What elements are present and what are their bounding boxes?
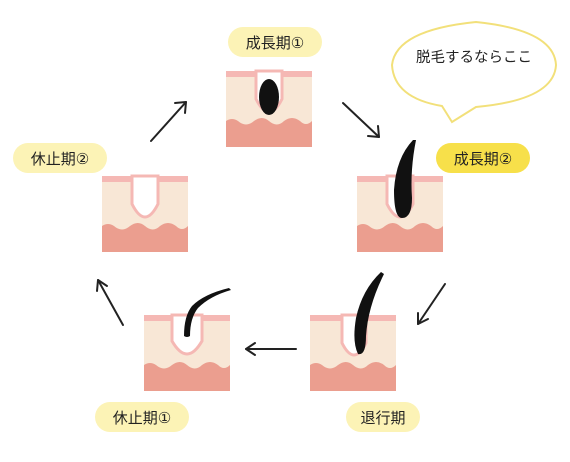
label-anagen2-highlighted: 成長期② <box>436 143 530 173</box>
callout-text: 脱毛するならここ <box>416 50 532 66</box>
arrow-telogen1-to-telogen2 <box>96 279 124 326</box>
follicle-telogen2 <box>102 174 188 252</box>
label-telogen2: 休止期② <box>13 143 107 173</box>
label-catagen: 退行期 <box>346 402 420 432</box>
label-anagen1: 成長期① <box>228 27 322 57</box>
arrow-telogen2-to-anagen1 <box>150 101 187 142</box>
follicle-catagen <box>310 313 396 391</box>
label-telogen1: 休止期① <box>95 402 189 432</box>
hair-telogen1 <box>184 288 231 337</box>
arrow-catagen-to-telogen1 <box>245 342 297 356</box>
hair-anagen2 <box>394 140 416 218</box>
speech-bubble <box>390 20 558 124</box>
arrow-anagen1-to-anagen2 <box>342 102 380 138</box>
arrow-anagen2-to-catagen <box>417 283 446 325</box>
hair-bulb <box>259 79 279 115</box>
follicle-anagen1 <box>226 69 312 147</box>
hair-catagen <box>354 272 384 355</box>
